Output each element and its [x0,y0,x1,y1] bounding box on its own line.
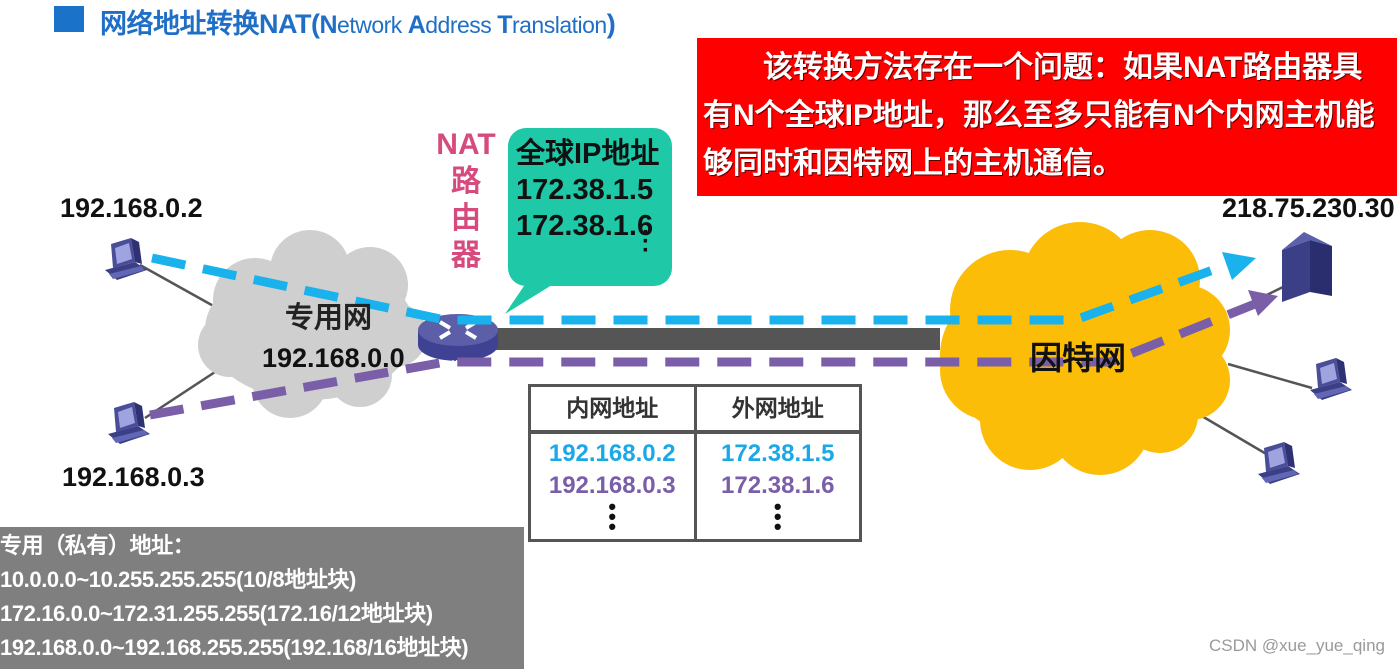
title-word: ddress [425,12,498,38]
host-a-ip: 192.168.0.2 [60,193,203,223]
ellipsis-icon: ··· [642,219,650,264]
internet-pc2-icon [1258,442,1300,484]
outer-address-column: 172.38.1.5 172.38.1.6 ••• [693,434,860,539]
internet-pc1-icon [1310,358,1352,400]
watermark: CSDN @xue_yue_qing [1208,636,1385,655]
host-a-computer-icon [105,238,147,280]
nat-label-line: 由 [451,202,481,235]
title-letter: N [319,11,338,39]
nat-router-label: NAT 路 由 器 [432,126,500,274]
flow-a-arrow-icon [1222,252,1256,280]
nat-label-line: 器 [451,239,481,272]
table-cell: 172.38.1.6 [721,472,835,499]
header-outer-address: 外网地址 [693,387,860,430]
private-range: 10.0.0.0~10.255.255.255(10/8地址块) [0,567,356,592]
flow-host-a [151,253,1237,325]
bubble-tail [505,280,560,314]
private-address-ranges: 专用（私有）地址： 10.0.0.0~10.255.255.255(10/8地址… [0,527,524,669]
internet-name: 因特网 [1030,340,1127,376]
inner-address-column: 192.168.0.2 192.168.0.3 ••• [531,434,694,539]
link-internet-pc2 [1194,410,1269,457]
global-ip-address: 172.38.1.5 [516,174,654,206]
global-ip-address: 172.38.1.6 [516,210,654,242]
title-word: etwork [337,12,408,38]
nat-label-line: NAT [436,128,496,161]
ellipsis-icon: ••• [773,494,782,539]
private-range: 192.168.0.0~192.168.255.255(192.168/16地址… [0,635,469,660]
nat-label-line: 路 [451,165,481,198]
private-range: 172.16.0.0~172.31.255.255(172.16/12地址块) [0,601,433,626]
table-cell: 192.168.0.2 [548,440,676,467]
global-ip-heading: 全球IP地址 [516,138,660,170]
global-ip-bubble: 全球IP地址 172.38.1.5 172.38.1.6 ··· [508,128,672,286]
header-inner-address: 内网地址 [566,395,659,421]
host-b-computer-icon [108,402,150,444]
ellipsis-icon: ••• [608,494,617,539]
title-letter: T [497,11,512,39]
title-close: ) [606,9,616,39]
table-header: 内网地址 外网地址 [531,387,859,434]
title-cn: 网络地址转换NAT( [100,9,320,39]
private-network-cloud [198,230,427,418]
server-icon [1282,232,1332,302]
private-network-name: 专用网 [285,302,373,334]
title-marker [54,6,84,32]
link-internet-pc1 [1227,362,1313,390]
table-cell: 172.38.1.5 [721,440,835,467]
host-b-ip: 192.168.0.3 [62,462,205,492]
private-network-address: 192.168.0.0 [262,343,405,373]
problem-note: 该转换方法存在一个问题：如果NAT路由器具有N个全球IP地址，那么至多只能有N个… [697,38,1397,196]
flow-b-arrow-icon [1248,290,1278,316]
nat-translation-table: 内网地址 外网地址 192.168.0.2 192.168.0.3 ••• 17… [528,384,862,542]
title-word: ranslation [511,12,607,38]
flow-host-b [149,297,1262,420]
router-uplink [480,328,940,350]
server-ip: 218.75.230.30 [1222,193,1395,223]
title-letter: A [407,11,426,39]
internet-cloud [940,222,1230,475]
page-title: 网络地址转换NAT(Network Address Translation) [100,2,616,41]
problem-note-text: 该转换方法存在一个问题：如果NAT路由器具有N个全球IP地址，那么至多只能有N个… [703,51,1375,180]
private-ranges-heading: 专用（私有）地址： [0,533,195,558]
table-cell: 192.168.0.3 [548,472,676,499]
